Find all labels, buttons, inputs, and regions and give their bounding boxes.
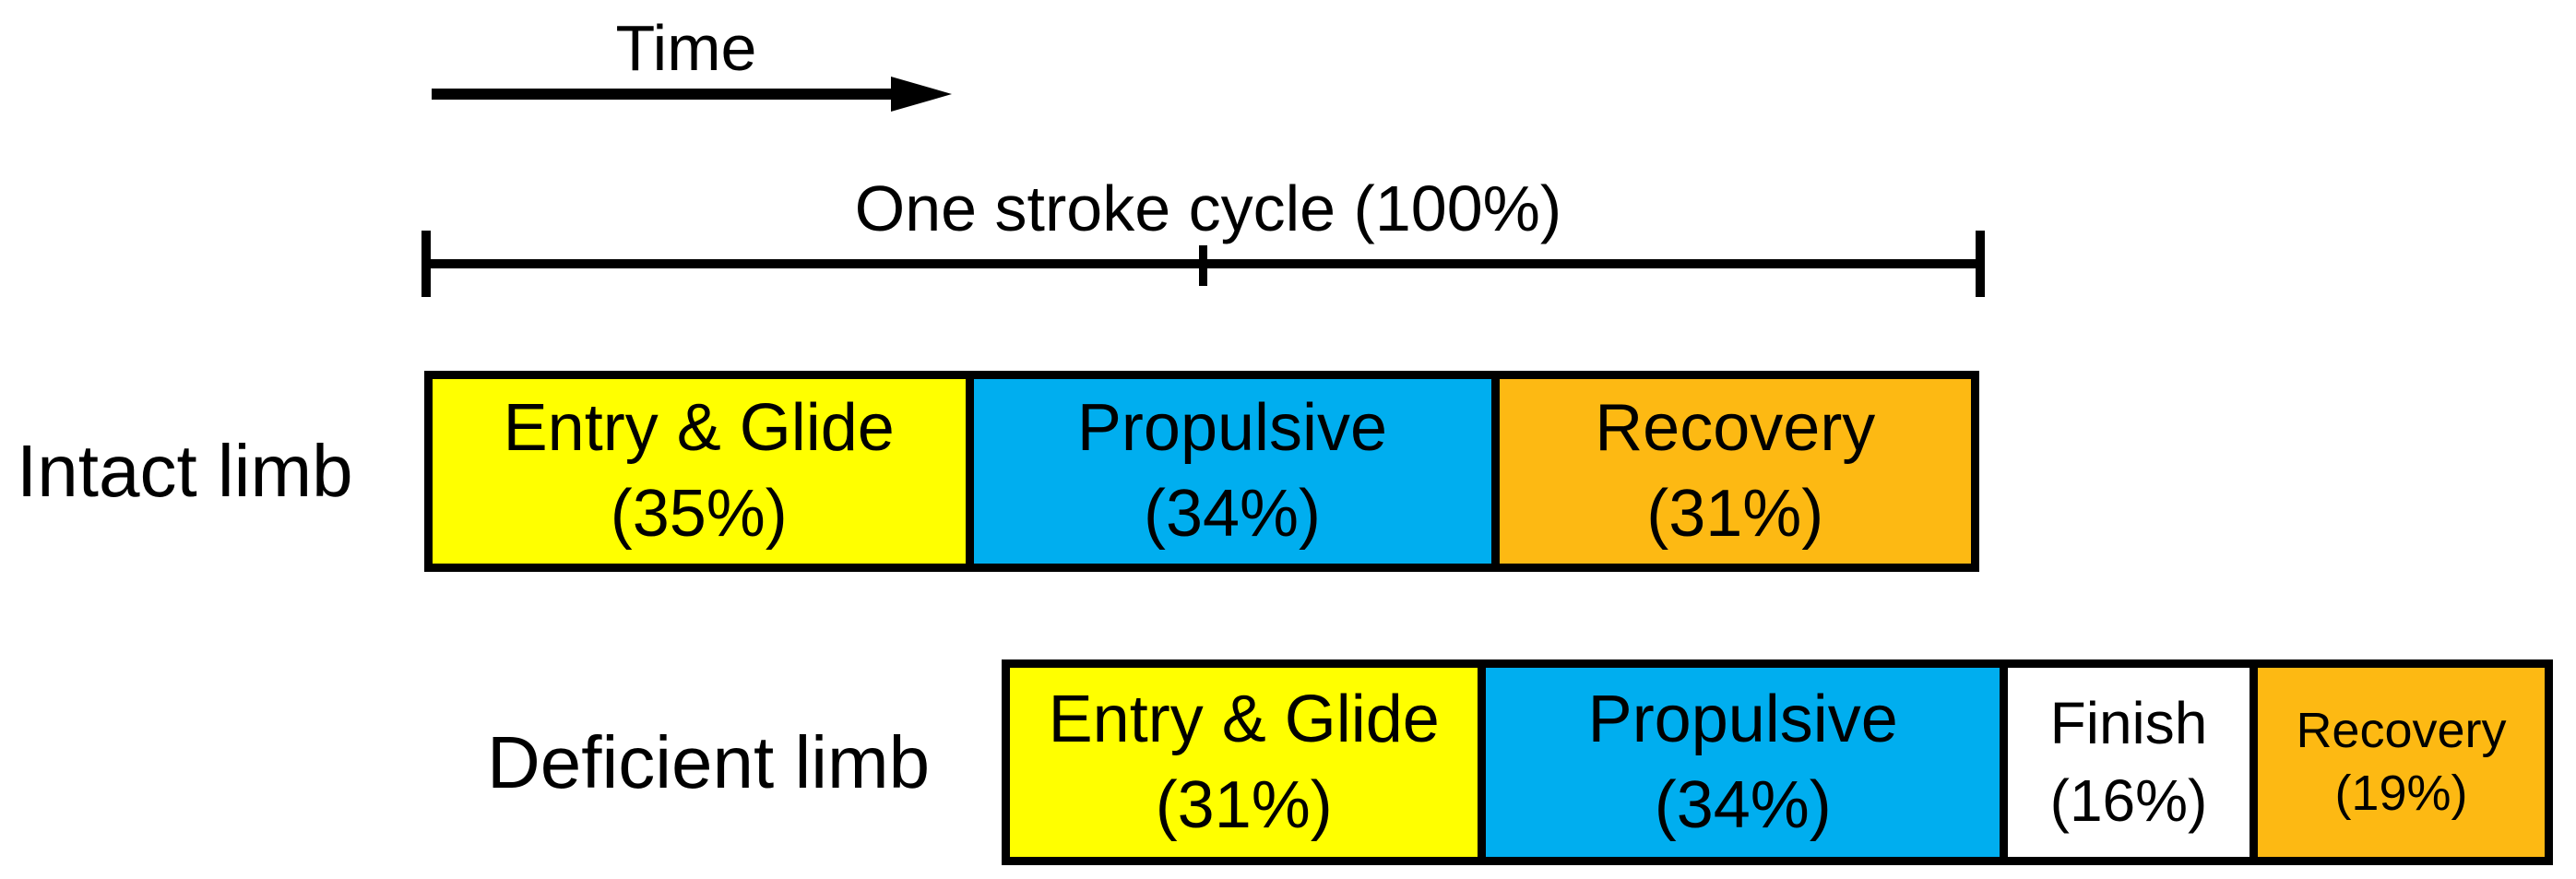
segment-percentage: (35%): [610, 477, 788, 551]
segment-entry-glide: Entry & Glide (31%): [1010, 668, 1478, 857]
segment-finish: Finish (16%): [2000, 668, 2250, 857]
segment-recovery: Recovery (19%): [2249, 668, 2545, 857]
stroke-cycle-right-cap: [1976, 231, 1985, 297]
segment-percentage: (31%): [1155, 767, 1333, 842]
segment-propulsive: Propulsive (34%): [965, 379, 1491, 564]
row-label-intact-limb: Intact limb: [17, 430, 353, 512]
stroke-cycle-left-cap: [421, 231, 431, 297]
time-axis-label: Time: [615, 12, 757, 84]
stroke-cycle-midpoint-tick: [1199, 245, 1207, 286]
segment-name: Propulsive: [1076, 391, 1388, 466]
segment-name: Entry & Glide: [1048, 682, 1440, 756]
segment-name: Finish: [2049, 689, 2208, 756]
bar-deficient-limb: Entry & Glide (31%) Propulsive (34%) Finish (…: [1002, 659, 2553, 865]
segment-recovery: Recovery (31%): [1490, 379, 1971, 564]
segment-percentage: (19%): [2334, 765, 2468, 821]
segment-name: Propulsive: [1587, 682, 1898, 756]
segment-entry-glide: Entry & Glide (35%): [433, 379, 966, 564]
segment-propulsive: Propulsive (34%): [1478, 668, 2000, 857]
segment-percentage: (34%): [1143, 477, 1322, 551]
time-arrow-head-icon: [891, 77, 952, 112]
segment-name: Recovery: [1595, 391, 1876, 466]
segment-name: Recovery: [2296, 702, 2507, 758]
stroke-cycle-label: One stroke cycle (100%): [854, 172, 1562, 244]
segment-percentage: (16%): [2049, 766, 2208, 834]
segment-percentage: (31%): [1646, 477, 1824, 551]
segment-percentage: (34%): [1654, 767, 1832, 842]
bar-intact-limb: Entry & Glide (35%) Propulsive (34%) Recover…: [424, 371, 1979, 572]
row-label-deficient-limb: Deficient limb: [487, 720, 931, 803]
segment-name: Entry & Glide: [503, 391, 895, 466]
time-arrow-shaft: [432, 89, 895, 100]
